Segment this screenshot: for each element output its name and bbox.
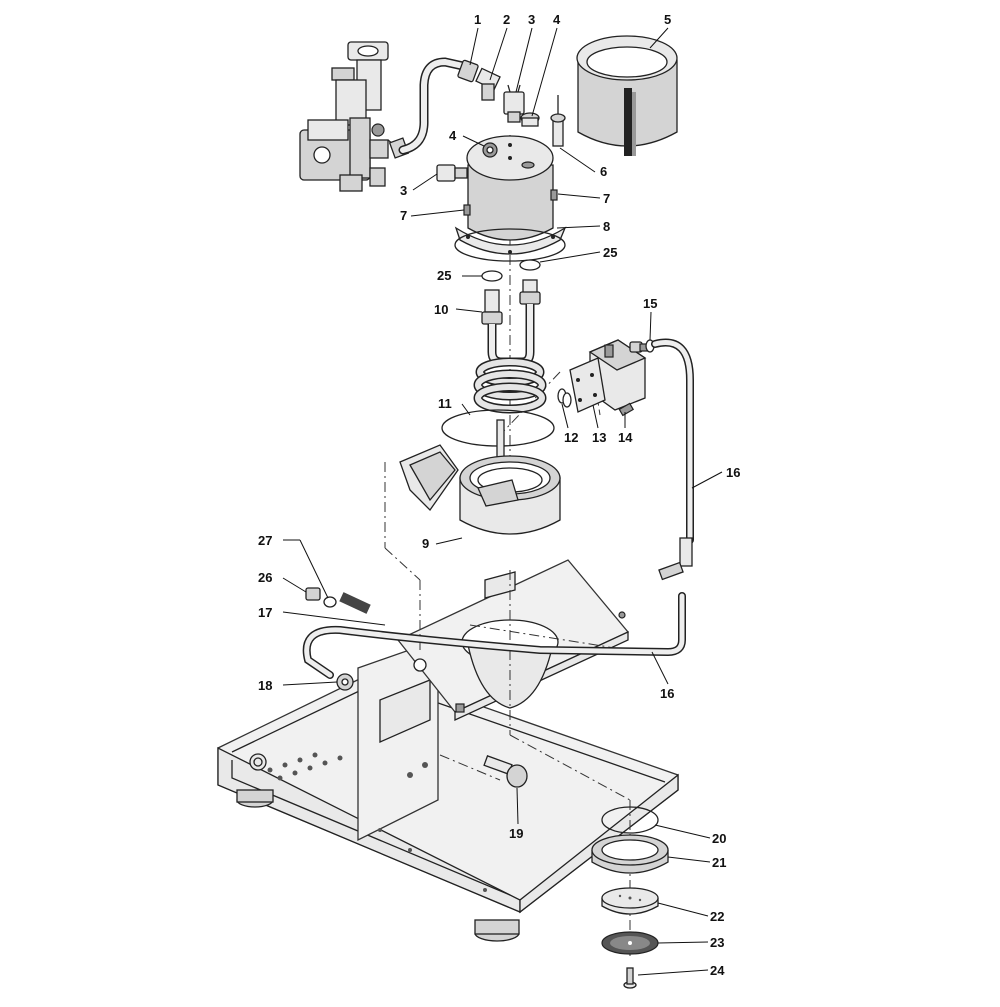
part-17-spring [339,592,371,614]
part-25-seals [481,259,541,282]
label-3-side: 3 [400,183,407,198]
part-10-heating-element [473,279,547,414]
label-4-top: 4 [553,12,561,27]
label-1: 1 [474,12,481,27]
part-3-pressure-switch-top [503,84,525,123]
label-26: 26 [258,570,272,585]
part-12-o-rings [557,388,572,408]
part-2-elbow-fitting [475,67,501,101]
label-9: 9 [422,536,429,551]
part-5-insulation-sleeve [576,35,678,156]
steam-valve-assembly [299,41,410,192]
label-25-right: 25 [603,245,617,260]
part-number-labels: 1 2 3 4 5 4 6 3 7 7 8 25 25 10 15 11 12 … [258,12,740,978]
label-7-left: 7 [400,208,407,223]
part-18-fitting [336,673,354,691]
part-6-level-probe [550,95,566,147]
label-22: 22 [710,909,724,924]
part-1-nut [457,59,479,83]
part-26-nut [305,587,321,601]
label-27: 27 [258,533,272,548]
label-12: 12 [564,430,578,445]
part-9-group-base [399,444,561,535]
part-14-screw [618,402,635,417]
label-6: 6 [600,164,607,179]
label-11: 11 [438,396,452,411]
label-20: 20 [712,831,726,846]
label-2: 2 [503,12,510,27]
steam-pipe [398,57,468,155]
label-24: 24 [710,963,725,978]
label-4-side: 4 [449,128,457,143]
label-3-top: 3 [528,12,535,27]
label-23: 23 [710,935,724,950]
base-frame [217,639,679,942]
part-24-screw [623,967,637,989]
part-13-pump [569,339,649,413]
label-16-lower: 16 [660,686,674,701]
part-20-gasket-ring [601,806,659,834]
label-21: 21 [712,855,726,870]
part-19-adjustment-knob [483,755,528,788]
label-15: 15 [643,296,657,311]
part-22-shower-holder [601,887,659,915]
label-19: 19 [509,826,523,841]
part-27-washer [323,596,337,608]
label-7-right: 7 [603,191,610,206]
label-8: 8 [603,219,610,234]
part-23-shower-screen [601,931,659,955]
label-25-left: 25 [437,268,451,283]
label-14: 14 [618,430,633,445]
label-18: 18 [258,678,272,693]
label-17: 17 [258,605,272,620]
leader-lines [282,27,723,976]
part-8-boiler [436,135,567,262]
part-21-retaining-ring [591,834,669,874]
part-16-water-tubes [302,338,694,679]
label-13: 13 [592,430,606,445]
label-10: 10 [434,302,448,317]
label-16-upper: 16 [726,465,740,480]
label-5: 5 [664,12,671,27]
